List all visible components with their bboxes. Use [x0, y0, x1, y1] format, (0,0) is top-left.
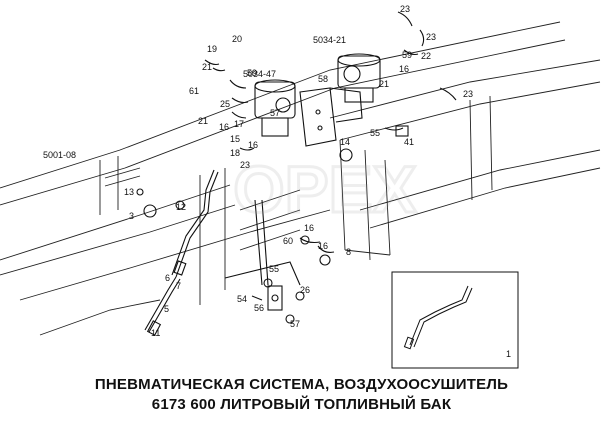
callout-18: 18 [230, 148, 240, 158]
callout-57: 57 [270, 108, 280, 118]
air-dryer-left [254, 79, 296, 137]
callout-57-b: 57 [290, 319, 300, 329]
callout-23-b: 23 [240, 160, 250, 170]
callout-25: 25 [220, 99, 230, 109]
callout-61: 61 [189, 86, 199, 96]
callout-21-c: 21 [379, 79, 389, 89]
svg-text:OPEX: OPEX [233, 152, 416, 226]
callout-1: 1 [506, 349, 511, 359]
callout-11: 11 [151, 328, 160, 338]
caption-subtitle: 6173 600 ЛИТРОВЫЙ ТОПЛИВНЫЙ БАК [151, 396, 452, 413]
reference-labels: 5001-08 5034-21 5034-47 [43, 35, 346, 160]
callout-23-c: 23 [426, 32, 436, 42]
callout-16-b: 16 [219, 122, 229, 132]
callout-5: 5 [164, 304, 169, 314]
callout-17: 17 [234, 119, 244, 129]
caption-title: ПНЕВМАТИЧЕСКАЯ СИСТЕМА, ВОЗДУХООСУШИТЕЛЬ [94, 376, 509, 393]
callout-60: 60 [283, 236, 293, 246]
air-pipe [144, 169, 269, 336]
callout-23: 23 [400, 4, 410, 14]
callout-16-d: 16 [399, 64, 409, 74]
ref-5001-08: 5001-08 [43, 150, 76, 160]
callout-21-b: 21 [198, 116, 208, 126]
callout-55: 55 [269, 264, 279, 274]
callout-23-d: 23 [463, 89, 473, 99]
clip-detail [224, 261, 305, 324]
callout-41: 41 [404, 137, 414, 147]
inset-detail [391, 271, 519, 369]
ref-5034-21: 5034-21 [313, 35, 346, 45]
callout-13: 13 [124, 187, 134, 197]
callout-6: 6 [165, 273, 170, 283]
callout-16: 16 [304, 223, 314, 233]
callout-12: 12 [176, 202, 186, 212]
callout-22: 22 [421, 51, 431, 61]
callout-repeats: 21 16 16 23 21 23 16 23 59 55 16 57 [198, 32, 473, 329]
callout-56: 56 [254, 303, 264, 313]
callout-14: 14 [340, 137, 350, 147]
callout-16-e: 16 [318, 241, 328, 251]
callout-7: 7 [176, 281, 181, 291]
callout-21: 21 [202, 62, 212, 72]
fittings [136, 11, 457, 266]
callout-8: 8 [346, 247, 351, 257]
callout-numbers: 1 3 5 6 7 8 11 12 13 14 15 16 17 18 19 2… [124, 4, 511, 359]
watermark-logo: OPEX [232, 151, 418, 228]
air-dryer-right [337, 53, 381, 103]
callout-54: 54 [237, 294, 247, 304]
callout-20: 20 [232, 34, 242, 44]
callout-58: 58 [318, 74, 328, 84]
callout-55-b: 55 [370, 128, 380, 138]
callout-15: 15 [230, 134, 240, 144]
callout-59: 59 [247, 68, 257, 78]
callout-3: 3 [129, 211, 134, 221]
callout-26: 26 [300, 285, 310, 295]
chassis-frame [0, 21, 601, 336]
callout-16-c: 16 [248, 140, 258, 150]
callout-19: 19 [207, 44, 217, 54]
callout-59-b: 59 [402, 50, 412, 60]
mounting-bracket [299, 87, 363, 147]
ref-5034-47: 5034-47 [243, 69, 276, 79]
